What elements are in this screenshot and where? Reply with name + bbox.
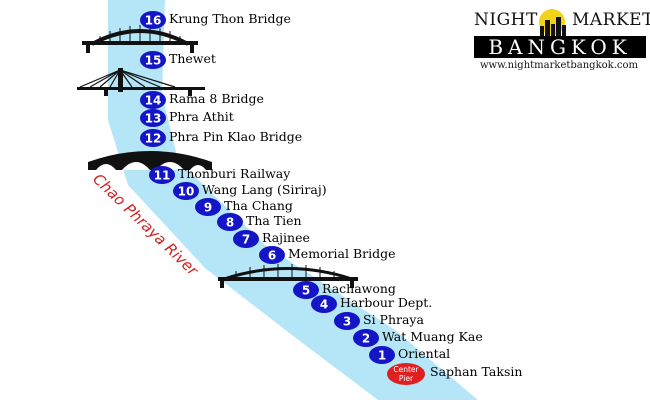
pier-number: 9 — [204, 201, 212, 215]
pier-stop-12[interactable]: 12 — [140, 129, 166, 147]
pier-stop-8[interactable]: 8 — [217, 213, 243, 231]
pier-name-8: Tha Tien — [246, 213, 302, 228]
pier-number-badge[interactable] — [140, 109, 166, 127]
central-pier-badge-line2: Pier — [399, 374, 414, 383]
pier-number: 2 — [362, 332, 370, 346]
logo-title-row: NIGHT MARKET — [472, 8, 650, 40]
central-pier-marker[interactable]: Center Pier — [387, 363, 425, 385]
pier-number: 14 — [145, 94, 162, 108]
pier-name-6: Memorial Bridge — [288, 246, 396, 261]
pier-stop-7[interactable]: 7 — [233, 230, 259, 248]
pier-name-14: Rama 8 Bridge — [169, 91, 264, 106]
pier-number-badge[interactable] — [173, 182, 199, 200]
pier-number-badge[interactable] — [259, 246, 285, 264]
pier-stop-4[interactable]: 4 — [311, 295, 337, 313]
pier-number: 6 — [268, 249, 276, 263]
pier-number: 10 — [178, 185, 195, 199]
pier-name-9: Tha Chang — [224, 198, 293, 213]
pier-name-7: Rajinee — [262, 230, 310, 245]
central-pier-badge-line1: Center — [393, 365, 419, 374]
pier-number-badge[interactable] — [353, 329, 379, 347]
pier-stop-5[interactable]: 5 — [293, 281, 319, 299]
pier-stop-14[interactable]: 14 — [140, 91, 166, 109]
pier-number-badge[interactable] — [233, 230, 259, 248]
chao-phraya-river — [108, 0, 478, 400]
pier-number: 1 — [378, 349, 386, 363]
central-pier-badge[interactable] — [387, 363, 425, 385]
pier-name-15: Thewet — [169, 51, 216, 66]
pier-number: 3 — [343, 315, 351, 329]
pier-number-badge[interactable] — [140, 51, 166, 69]
pier-stop-13[interactable]: 13 — [140, 109, 166, 127]
moon-skyline-icon — [539, 9, 566, 40]
pier-number-badge[interactable] — [195, 198, 221, 216]
pier-number: 12 — [145, 132, 162, 146]
central-pier-name: Saphan Taksin — [430, 364, 523, 379]
pier-number: 16 — [145, 14, 162, 28]
pier-name-2: Wat Muang Kae — [382, 329, 483, 344]
pier-name-1: Oriental — [398, 346, 451, 361]
logo-word-night: NIGHT — [474, 10, 538, 30]
pier-stop-11[interactable]: 11 — [149, 166, 175, 184]
logo-url[interactable]: www.nightmarketbangkok.com — [479, 60, 639, 71]
pier-stop-3[interactable]: 3 — [334, 312, 360, 330]
pier-stop-6[interactable]: 6 — [259, 246, 285, 264]
pier-name-12: Phra Pin Klao Bridge — [169, 129, 303, 144]
pier-number-badge[interactable] — [217, 213, 243, 231]
pier-number-badge[interactable] — [140, 91, 166, 109]
pier-name-5: Rachawong — [322, 281, 396, 296]
pier-stop-9[interactable]: 9 — [195, 198, 221, 216]
pier-number-badge[interactable] — [369, 346, 395, 364]
pier-stop-1[interactable]: 1 — [369, 346, 395, 364]
pier-number: 11 — [154, 169, 171, 183]
pier-number: 15 — [145, 54, 162, 68]
rama-8-bridge-icon — [77, 68, 205, 96]
pier-number: 4 — [320, 298, 328, 312]
pier-stop-10[interactable]: 10 — [173, 182, 199, 200]
krung-thon-bridge-icon — [82, 25, 198, 53]
logo-city: BANGKOK — [474, 36, 646, 58]
pier-number-badge[interactable] — [334, 312, 360, 330]
pier-stop-2[interactable]: 2 — [353, 329, 379, 347]
pier-name-16: Krung Thon Bridge — [169, 11, 291, 26]
logo-word-market: MARKET — [572, 10, 650, 30]
memorial-bridge-icon — [218, 264, 358, 288]
pier-number: 7 — [242, 233, 250, 247]
pier-stop-16[interactable]: 16 — [140, 11, 166, 29]
pier-name-3: Si Phraya — [363, 312, 424, 327]
pier-number: 8 — [226, 216, 234, 230]
pier-number-badge[interactable] — [149, 166, 175, 184]
pier-name-4: Harbour Dept. — [340, 295, 433, 310]
pier-stop-15[interactable]: 15 — [140, 51, 166, 69]
pier-name-11: Thonburi Railway — [178, 166, 291, 181]
pier-name-13: Phra Athit — [169, 109, 234, 124]
pier-number-badge[interactable] — [311, 295, 337, 313]
pier-number: 13 — [145, 112, 162, 126]
night-market-bangkok-logo[interactable]: NIGHT MARKET BANGKOK www.nightmarketbang… — [472, 4, 650, 72]
pier-number: 5 — [302, 284, 310, 298]
pier-number-badge[interactable] — [293, 281, 319, 299]
thonburi-railway-bridge-icon — [88, 151, 212, 170]
pier-name-10: Wang Lang (Siriraj) — [202, 182, 327, 197]
pier-number-badge[interactable] — [140, 129, 166, 147]
pier-number-badge[interactable] — [140, 11, 166, 29]
